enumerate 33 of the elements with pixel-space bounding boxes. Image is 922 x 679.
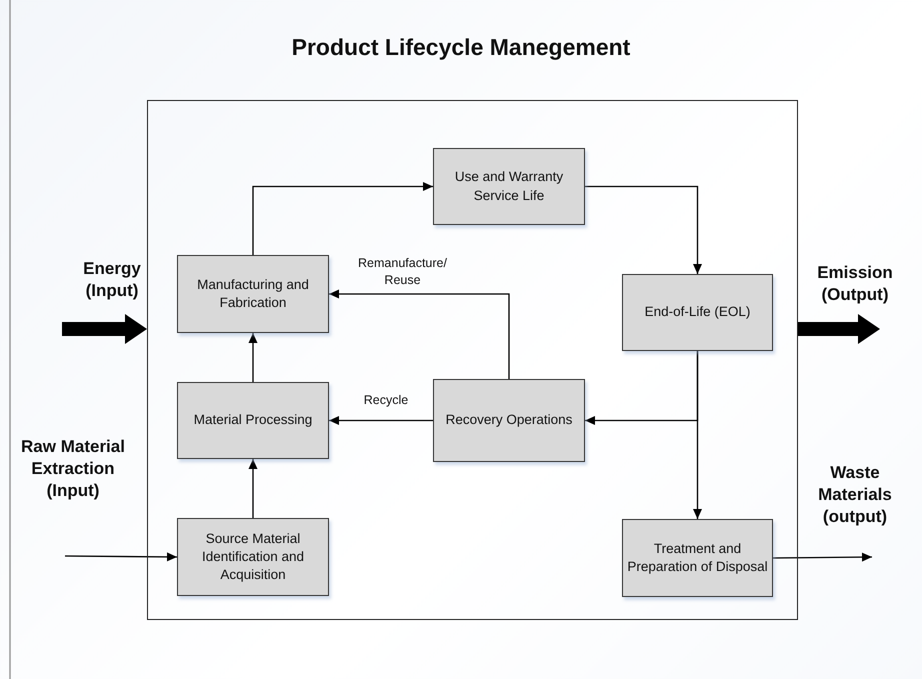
flow-label: Raw Material Extraction (Input) xyxy=(20,436,126,502)
arrow xyxy=(585,186,702,274)
box-label: Recovery Operations xyxy=(446,411,572,430)
box-label: Treatment and Preparation of Disposal xyxy=(627,540,768,576)
process-box xyxy=(622,519,773,597)
arrow xyxy=(252,182,433,255)
box-label: End-of-Life (EOL) xyxy=(644,303,750,322)
system-boundary-box xyxy=(147,100,798,620)
flow-arrow xyxy=(62,314,147,344)
flow-arrow xyxy=(798,314,880,344)
arrow xyxy=(773,552,872,562)
flow-label: Waste Materials (output) xyxy=(817,462,893,528)
flow-label: Energy (Input) xyxy=(82,258,142,302)
arrow xyxy=(65,552,177,562)
edge-label: Recycle xyxy=(362,392,410,409)
box-label: Use and Warranty Service Life xyxy=(454,168,564,204)
arrow xyxy=(248,333,258,382)
process-box xyxy=(177,255,329,333)
arrow xyxy=(693,351,702,519)
process-box xyxy=(433,148,585,225)
process-box xyxy=(622,274,773,351)
process-box xyxy=(177,518,329,596)
arrow xyxy=(248,459,258,518)
process-box xyxy=(433,379,585,462)
box-label: Source Material Identification and Acquisition xyxy=(200,530,306,584)
diagram-title: Product Lifecycle Manegement xyxy=(290,34,632,61)
edge-label: Remanufacture/ Reuse xyxy=(357,255,448,289)
flow-label: Emission (Output) xyxy=(816,262,894,306)
arrow xyxy=(329,416,433,425)
arrow xyxy=(329,290,510,379)
box-label: Manufacturing and Fabrication xyxy=(196,276,310,312)
box-label: Material Processing xyxy=(194,411,312,430)
process-box xyxy=(177,382,329,459)
